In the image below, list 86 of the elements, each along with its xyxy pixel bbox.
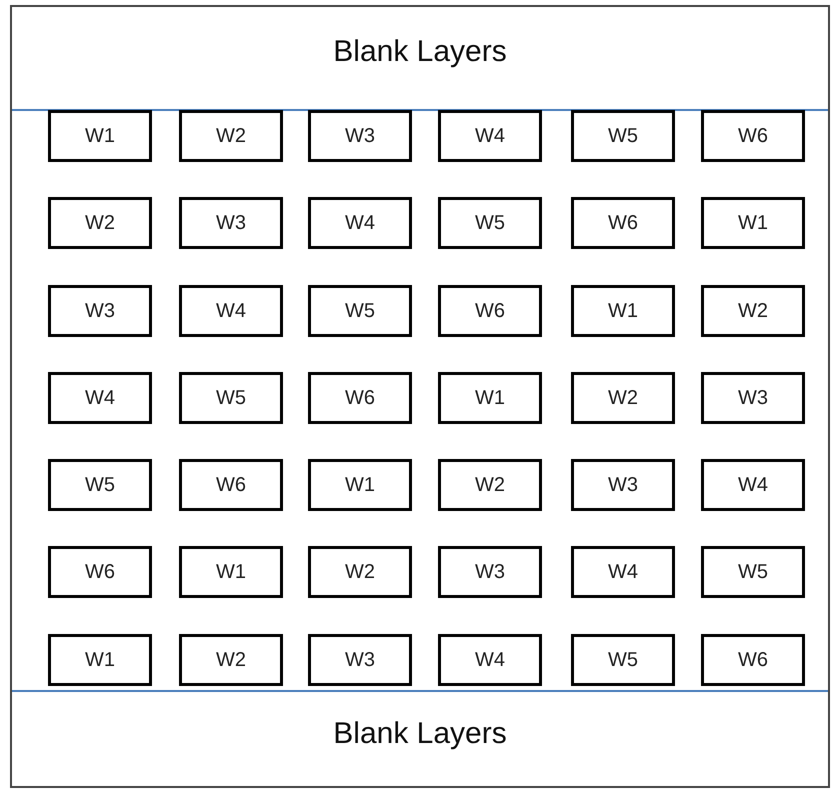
well-box bbox=[48, 459, 152, 511]
well-box bbox=[701, 285, 805, 337]
box-label: W3 bbox=[85, 300, 115, 322]
well-box bbox=[308, 372, 412, 424]
box-label: W6 bbox=[345, 386, 375, 410]
box-label: W4 bbox=[475, 648, 505, 672]
well-box bbox=[48, 197, 152, 249]
well-box bbox=[438, 459, 542, 511]
box-label: W2 bbox=[608, 386, 638, 410]
well-box bbox=[48, 110, 152, 162]
well-box bbox=[308, 285, 412, 337]
box-label: W1 bbox=[738, 212, 768, 234]
well-box bbox=[438, 110, 542, 162]
box-label: W6 bbox=[85, 560, 115, 584]
box-label: W5 bbox=[85, 474, 115, 496]
box-label: W1 bbox=[475, 386, 505, 410]
box-label: W3 bbox=[475, 560, 505, 584]
well-box bbox=[48, 634, 152, 686]
box-label: W6 bbox=[738, 648, 768, 672]
well-box bbox=[308, 197, 412, 249]
well-box bbox=[308, 459, 412, 511]
box-label: W5 bbox=[608, 648, 638, 672]
box-label: W6 bbox=[216, 474, 246, 496]
box-label: W4 bbox=[475, 124, 505, 148]
box-label: W2 bbox=[475, 474, 505, 496]
well-box bbox=[571, 634, 675, 686]
well-box bbox=[179, 634, 283, 686]
box-label: W1 bbox=[216, 560, 246, 584]
box-label: W3 bbox=[345, 648, 375, 672]
well-box bbox=[438, 634, 542, 686]
well-box bbox=[179, 546, 283, 598]
box-label: W5 bbox=[345, 300, 375, 322]
box-label: W2 bbox=[216, 124, 246, 148]
well-box bbox=[438, 546, 542, 598]
box-label: W3 bbox=[608, 474, 638, 496]
well-box bbox=[179, 372, 283, 424]
well-box bbox=[179, 285, 283, 337]
well-box bbox=[48, 285, 152, 337]
well-box bbox=[701, 546, 805, 598]
well-box bbox=[571, 110, 675, 162]
well-box bbox=[179, 110, 283, 162]
well-box bbox=[701, 372, 805, 424]
well-box bbox=[438, 197, 542, 249]
well-box bbox=[48, 372, 152, 424]
box-label: W5 bbox=[738, 560, 768, 584]
well-box bbox=[701, 110, 805, 162]
well-box bbox=[179, 197, 283, 249]
box-label: W1 bbox=[85, 648, 115, 672]
section-label: Blank Layers bbox=[333, 717, 507, 750]
box-label: W5 bbox=[608, 124, 638, 148]
box-label: W4 bbox=[608, 560, 638, 584]
box-label: W2 bbox=[85, 212, 115, 234]
well-box bbox=[571, 372, 675, 424]
box-label: W3 bbox=[738, 386, 768, 410]
well-box bbox=[701, 634, 805, 686]
well-box bbox=[571, 197, 675, 249]
well-box bbox=[308, 546, 412, 598]
well-box bbox=[438, 285, 542, 337]
box-label: W4 bbox=[216, 300, 246, 322]
box-label: W5 bbox=[475, 212, 505, 234]
well-box bbox=[308, 110, 412, 162]
box-label: W2 bbox=[738, 300, 768, 322]
well-box bbox=[48, 546, 152, 598]
box-label: W4 bbox=[345, 212, 375, 234]
well-box bbox=[701, 197, 805, 249]
well-box bbox=[571, 459, 675, 511]
well-box bbox=[701, 459, 805, 511]
box-label: W6 bbox=[608, 212, 638, 234]
box-label: W4 bbox=[85, 386, 115, 410]
well-box bbox=[308, 634, 412, 686]
box-label: W4 bbox=[738, 474, 768, 496]
box-label: W6 bbox=[738, 124, 768, 148]
box-label: W3 bbox=[345, 124, 375, 148]
box-label: W2 bbox=[216, 648, 246, 672]
well-box bbox=[438, 372, 542, 424]
box-label: W3 bbox=[216, 212, 246, 234]
well-box bbox=[571, 546, 675, 598]
box-label: W1 bbox=[345, 474, 375, 496]
box-label: W1 bbox=[608, 300, 638, 322]
well-box bbox=[179, 459, 283, 511]
box-label: W5 bbox=[216, 386, 246, 410]
well-box bbox=[571, 285, 675, 337]
section-label: Blank Layers bbox=[333, 35, 507, 68]
box-label: W1 bbox=[85, 124, 115, 148]
box-label: W2 bbox=[345, 560, 375, 584]
box-label: W6 bbox=[475, 300, 505, 322]
